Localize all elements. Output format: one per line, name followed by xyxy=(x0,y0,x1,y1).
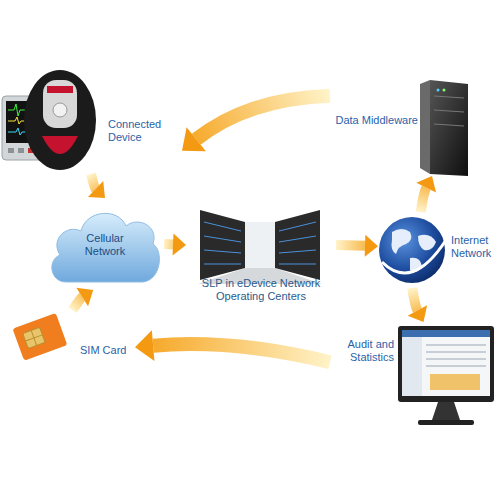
arrow-body xyxy=(196,96,330,140)
flow-arrow xyxy=(135,330,330,362)
arrow-head xyxy=(135,330,154,361)
arrow-body xyxy=(421,188,427,212)
node-label: SIM Card xyxy=(80,344,135,357)
cloud-node: Cellular Network xyxy=(46,198,164,290)
node-label: Internet Network xyxy=(451,234,499,260)
sim-card-icon xyxy=(12,313,67,361)
arrow-head xyxy=(182,127,206,151)
server-node: Data Middleware xyxy=(330,78,500,176)
globe-node: Internet Network xyxy=(378,212,500,288)
node-label: Data Middleware xyxy=(334,114,418,127)
server-tower-icon xyxy=(420,80,468,176)
arrow-body xyxy=(73,297,83,310)
cloud-outline xyxy=(52,213,160,282)
flow-arrow xyxy=(164,233,186,255)
data-center-icon xyxy=(198,210,322,284)
device-node: Connected Device xyxy=(0,68,182,174)
arrow-body xyxy=(336,240,365,251)
connected-device-icon xyxy=(24,70,96,170)
node-label: Cellular Network xyxy=(75,232,135,258)
arrow-body xyxy=(412,288,417,311)
arrow-head xyxy=(416,176,436,193)
arrow-body xyxy=(153,344,330,362)
flow-arrow xyxy=(182,96,330,152)
node-label: Connected Device xyxy=(108,118,180,144)
data-center-node: SLP in eDevice Network Operating Centers xyxy=(186,205,336,305)
arrow-head xyxy=(88,181,105,198)
arrow-body xyxy=(164,239,173,249)
node-label: SLP in eDevice Network Operating Centers xyxy=(186,277,336,303)
arrow-head xyxy=(173,233,186,255)
arrow-head xyxy=(365,235,378,257)
node-label: Audit and Statistics xyxy=(330,338,394,364)
flow-arrow xyxy=(416,176,436,212)
arrow-body xyxy=(91,174,96,189)
flow-arrow xyxy=(408,288,427,322)
computer-monitor-icon xyxy=(398,326,494,425)
flow-arrow xyxy=(336,235,378,257)
flow-arrow xyxy=(88,174,105,198)
monitor-node: Audit and Statistics xyxy=(330,322,500,437)
arrow-head xyxy=(76,288,93,307)
globe-icon xyxy=(379,217,446,283)
arrow-head xyxy=(408,305,427,322)
flow-arrow xyxy=(73,288,94,310)
sim-node: SIM Card xyxy=(10,310,135,372)
